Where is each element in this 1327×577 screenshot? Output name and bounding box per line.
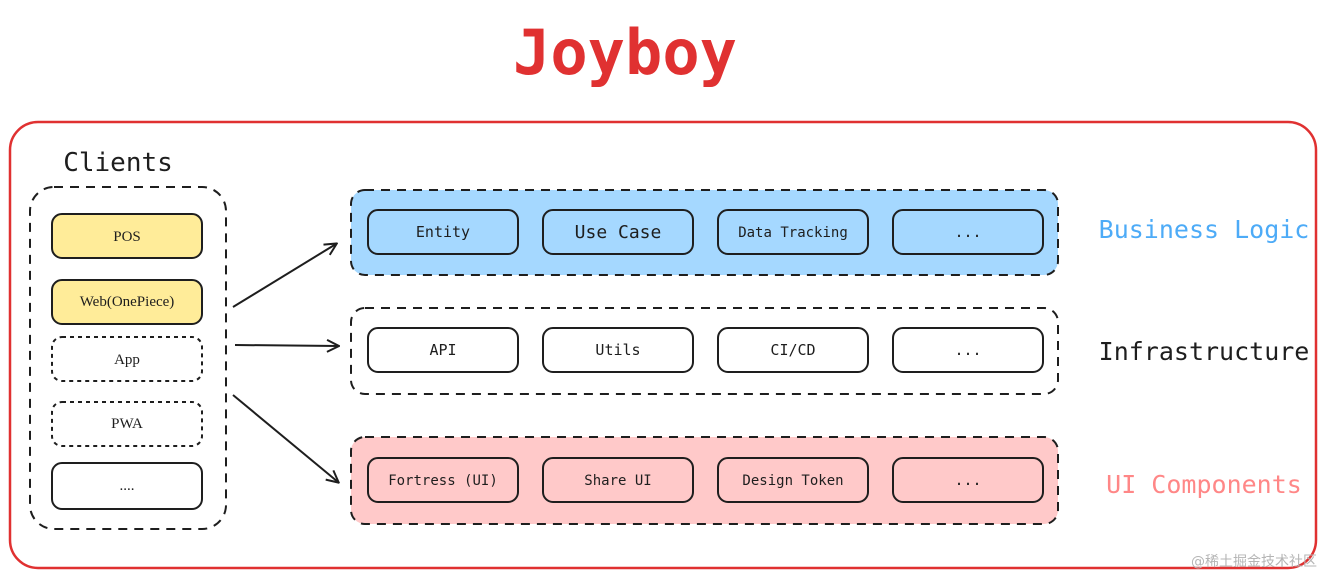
module-box — [367, 209, 519, 255]
system-boundary — [8, 120, 1318, 570]
module-share-ui[interactable]: Share UI — [542, 457, 694, 503]
client-label: App — [114, 352, 140, 368]
client-label: Web(OnePiece) — [80, 294, 175, 310]
client-item-pos[interactable]: POS — [51, 213, 203, 259]
module-label: Utils — [595, 341, 640, 359]
layer-label-ui-components: UI Components — [1106, 470, 1302, 499]
client-box — [51, 213, 203, 259]
module-box — [717, 209, 869, 255]
module-use-case[interactable]: Use Case — [542, 209, 694, 255]
module-fortress-ui[interactable]: Fortress (UI) — [367, 457, 519, 503]
module-label: CI/CD — [770, 341, 815, 359]
module-label: Entity — [416, 223, 470, 241]
client-box — [51, 279, 203, 325]
module-box — [367, 327, 519, 373]
client-box — [51, 401, 203, 447]
module-label: Share UI — [584, 473, 651, 489]
layer-container — [350, 189, 1059, 276]
arrow-to-business-logic — [232, 244, 336, 308]
module-box — [367, 457, 519, 503]
module-more[interactable]: ... — [892, 457, 1044, 503]
client-item-app[interactable]: App — [51, 336, 203, 382]
module-ci-cd[interactable]: CI/CD — [717, 327, 869, 373]
module-more[interactable]: ... — [892, 209, 1044, 255]
module-box — [892, 327, 1044, 373]
module-data-tracking[interactable]: Data Tracking — [717, 209, 869, 255]
module-label: Data Tracking — [738, 225, 848, 241]
module-utils[interactable]: Utils — [542, 327, 694, 373]
client-label: PWA — [111, 416, 143, 432]
module-box — [892, 209, 1044, 255]
clients-group — [29, 186, 227, 530]
module-api[interactable]: API — [367, 327, 519, 373]
client-label: .... — [120, 478, 135, 494]
module-box — [892, 457, 1044, 503]
module-more[interactable]: ... — [892, 327, 1044, 373]
layer-container — [350, 307, 1059, 395]
module-box — [717, 457, 869, 503]
module-box — [542, 457, 694, 503]
module-label: API — [429, 341, 456, 359]
client-item-web[interactable]: Web(OnePiece) — [51, 279, 203, 325]
layer-infrastructure: API Utils CI/CD ... — [350, 307, 1059, 395]
module-label: Use Case — [575, 222, 662, 243]
client-box — [51, 462, 203, 510]
layer-business-logic: Entity Use Case Data Tracking ... — [350, 189, 1059, 276]
client-item-more[interactable]: .... — [51, 462, 203, 510]
client-item-pwa[interactable]: PWA — [51, 401, 203, 447]
module-label: ... — [954, 223, 981, 241]
module-label: Design Token — [742, 473, 843, 489]
module-box — [542, 327, 694, 373]
diagram-title: Joyboy — [513, 16, 737, 89]
layer-container — [350, 436, 1059, 525]
module-box — [542, 209, 694, 255]
arrow-to-infrastructure — [234, 345, 338, 346]
layer-label-business-logic: Business Logic — [1099, 215, 1310, 244]
client-label: POS — [113, 229, 141, 245]
arrow-to-ui-components — [232, 394, 338, 482]
module-label: ... — [954, 471, 981, 489]
watermark: @稀土掘金技术社区 — [1191, 554, 1317, 570]
module-label: Fortress (UI) — [388, 473, 498, 489]
layer-label-infrastructure: Infrastructure — [1099, 337, 1310, 366]
client-box — [51, 336, 203, 382]
clients-heading: Clients — [63, 148, 173, 178]
module-box — [717, 327, 869, 373]
layer-ui-components: Fortress (UI) Share UI Design Token ... — [350, 436, 1059, 525]
module-design-token[interactable]: Design Token — [717, 457, 869, 503]
module-label: ... — [954, 341, 981, 359]
module-entity[interactable]: Entity — [367, 209, 519, 255]
